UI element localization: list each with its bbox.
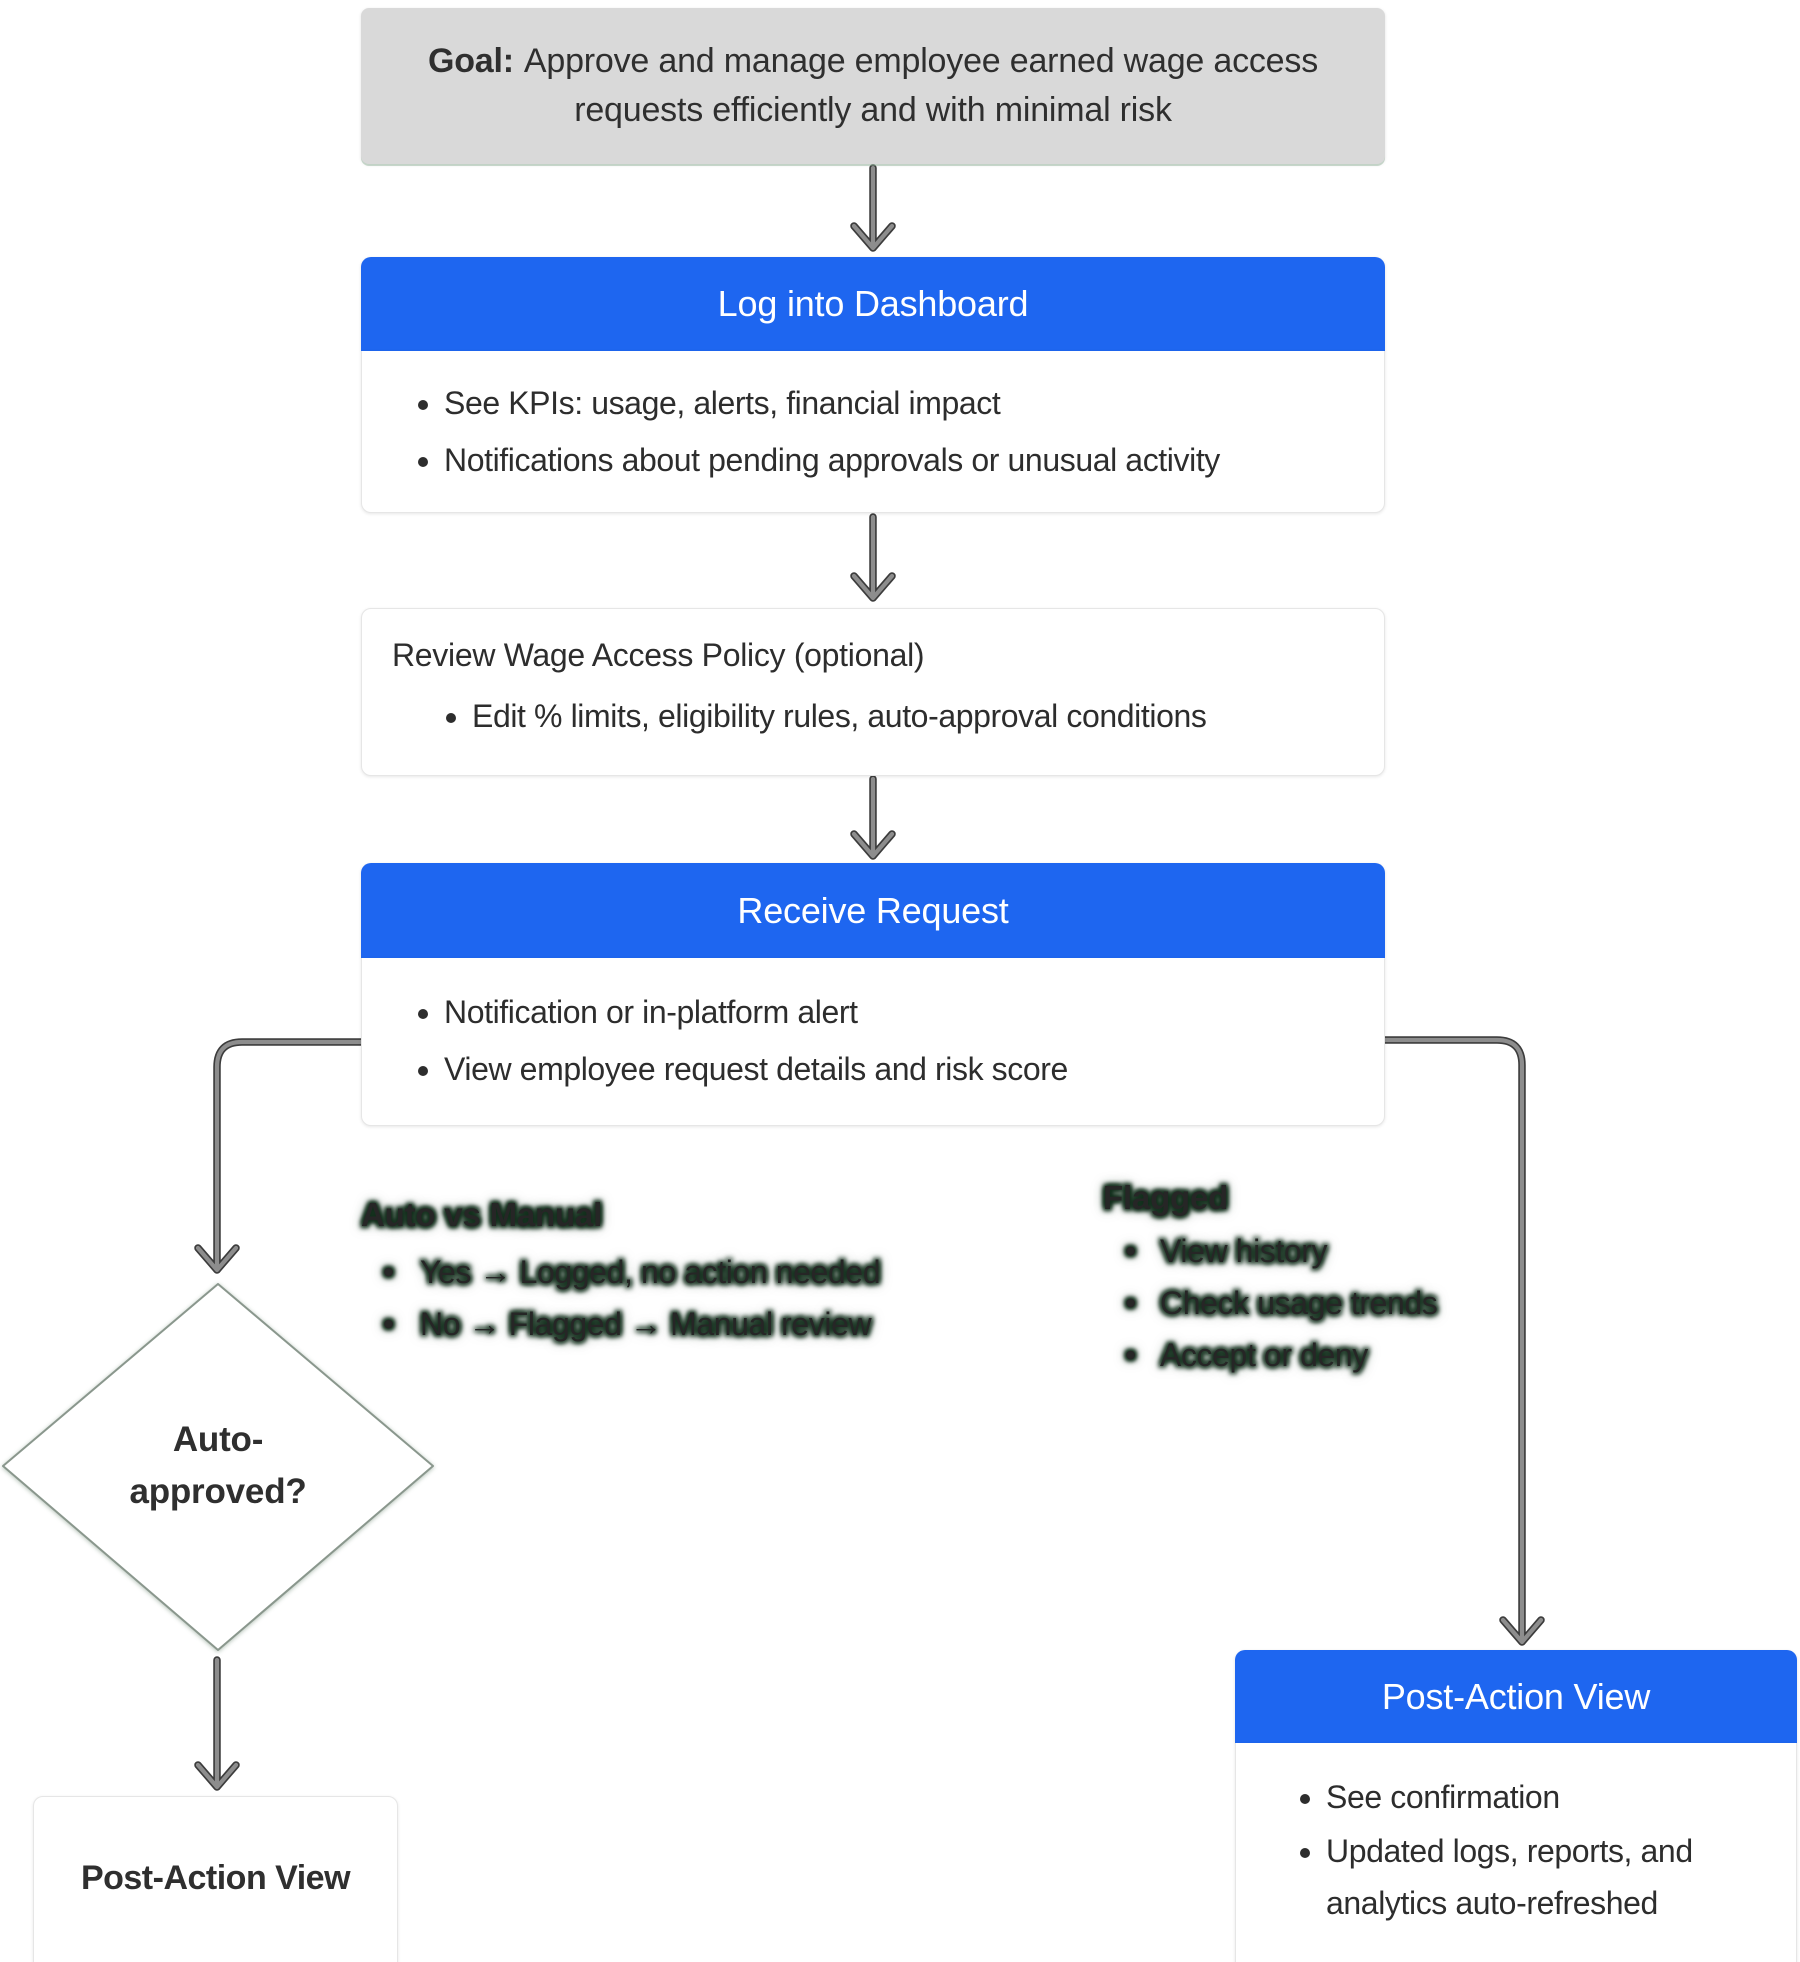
- node-title: Receive Request: [737, 889, 1009, 931]
- note-title: Flagged: [1103, 1179, 1229, 1216]
- post-action-bullet-list: See confirmationUpdated logs, reports, a…: [1236, 1771, 1796, 1929]
- list-item: Notification or in-platform alert: [444, 987, 1374, 1037]
- note-auto-vs-manual: Auto vs Manual •Yes → Logged, no action …: [361, 1192, 1061, 1350]
- node-post-action-view-left: Post-Action View: [33, 1796, 398, 1962]
- node-title: Post-Action View: [80, 1859, 351, 1897]
- bullet-dot-icon: •: [383, 1306, 394, 1342]
- node-title: Post-Action View: [1381, 1675, 1651, 1717]
- bullet-dot-icon: •: [1125, 1337, 1136, 1373]
- list-item: •No → Flagged → Manual review: [361, 1298, 1061, 1350]
- login-dashboard-bullet-list: See KPIs: usage, alerts, financial impac…: [362, 378, 1384, 485]
- node-review-policy-box: Review Wage Access Policy (optional) Edi…: [361, 608, 1385, 776]
- list-item: See KPIs: usage, alerts, financial impac…: [444, 378, 1374, 428]
- list-item: Edit % limits, eligibility rules, auto-a…: [472, 691, 1346, 741]
- node-post-action-view-right-body: See confirmationUpdated logs, reports, a…: [1235, 1743, 1797, 1962]
- goal-box: Goal:Approve and manage employee earned …: [361, 8, 1385, 164]
- arrow-decision-to-postaction-icon: [194, 1656, 240, 1791]
- auto-vs-manual-bullet-list: •Yes → Logged, no action needed•No → Fla…: [361, 1246, 1061, 1350]
- arrow-goal-to-login-icon: [850, 164, 896, 252]
- node-receive-request-header: Receive Request: [361, 863, 1385, 958]
- arrow-policy-to-receive-icon: [850, 775, 896, 860]
- note-flagged: Flagged •View history•Check usage trends…: [1103, 1175, 1563, 1381]
- node-title: Review Wage Access Policy (optional): [392, 637, 925, 673]
- receive-request-bullet-list: Notification or in-platform alertView em…: [362, 987, 1384, 1094]
- list-item: Updated logs, reports, and analytics aut…: [1326, 1825, 1774, 1929]
- goal-label: Goal:: [427, 42, 514, 80]
- decision-label: Auto- approved?: [18, 1414, 418, 1518]
- node-receive-request-body: Notification or in-platform alertView em…: [361, 958, 1385, 1126]
- arrow-login-to-policy-icon: [850, 513, 896, 602]
- node-login-dashboard-header: Log into Dashboard: [361, 257, 1385, 351]
- bullet-dot-icon: •: [1125, 1233, 1136, 1269]
- bullet-dot-icon: •: [1125, 1285, 1136, 1321]
- goal-text: Approve and manage employee earned wage …: [523, 42, 1318, 129]
- list-item: Notifications about pending approvals or…: [444, 435, 1374, 485]
- review-policy-bullet-list: Edit % limits, eligibility rules, auto-a…: [392, 691, 1356, 741]
- decision-line1: Auto-: [172, 1420, 264, 1459]
- list-item: •View history: [1103, 1225, 1563, 1277]
- bullet-dot-icon: •: [383, 1254, 394, 1290]
- flagged-bullet-list: •View history•Check usage trends•Accept …: [1103, 1225, 1563, 1381]
- connector-receive-to-decision-icon: [194, 1038, 367, 1274]
- node-title: Log into Dashboard: [717, 283, 1029, 324]
- note-title: Auto vs Manual: [361, 1196, 603, 1233]
- list-item: View employee request details and risk s…: [444, 1044, 1374, 1094]
- node-post-action-view-right-header: Post-Action View: [1235, 1650, 1797, 1743]
- list-item: •Check usage trends: [1103, 1277, 1563, 1329]
- list-item: •Accept or deny: [1103, 1329, 1563, 1381]
- decision-line2: approved?: [129, 1472, 307, 1511]
- list-item: See confirmation: [1326, 1771, 1774, 1823]
- node-login-dashboard-body: See KPIs: usage, alerts, financial impac…: [361, 351, 1385, 513]
- list-item: •Yes → Logged, no action needed: [361, 1246, 1061, 1298]
